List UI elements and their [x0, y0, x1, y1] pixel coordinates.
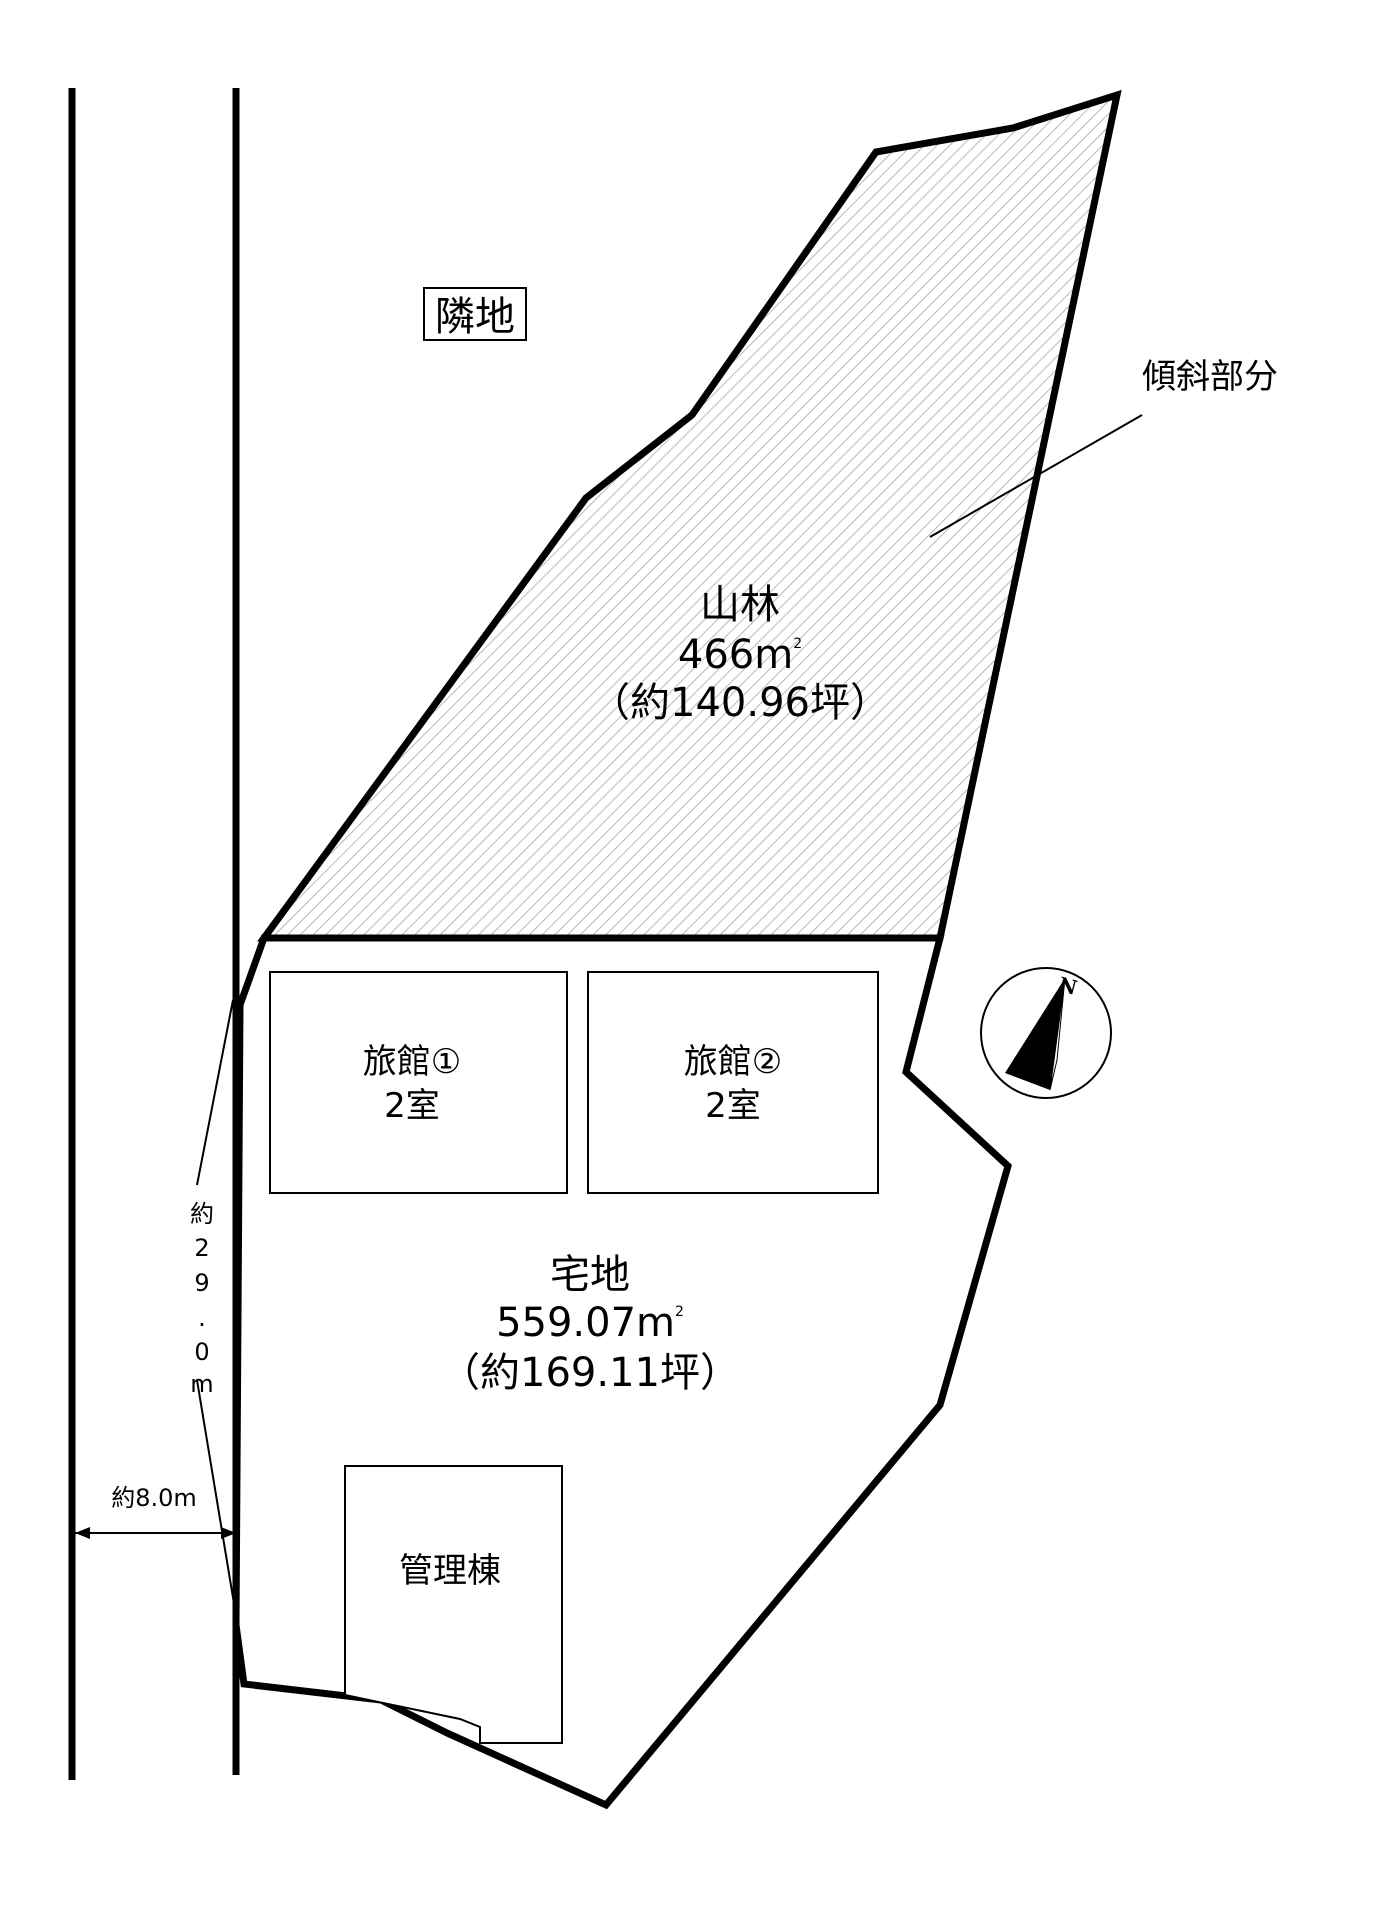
forest-name: 山林 [700, 582, 780, 628]
inn-1-building [269, 971, 568, 1194]
neighbor-label: 隣地 [435, 294, 515, 340]
frontage-dimension-guide [196, 999, 234, 1186]
office-building [344, 1465, 563, 1744]
road-width-label: 約8.0m [111, 1484, 197, 1512]
inn-1-name: 旅館① [363, 1042, 461, 1082]
residential-name: 宅地 [550, 1252, 630, 1298]
residential-tsubo: （約169.11坪） [440, 1350, 740, 1396]
frontage-char: 9 [194, 1269, 209, 1297]
office-label: 管理棟 [399, 1551, 501, 1591]
inn-2-rooms: 2室 [705, 1086, 761, 1126]
arrow-left-icon [75, 1527, 90, 1539]
frontage-dimension-guide-lower [196, 1379, 241, 1641]
arrow-right-icon [221, 1527, 236, 1539]
neighbor-label-box [423, 287, 527, 341]
frontage-char: m [190, 1370, 213, 1398]
residential-parcel [232, 934, 1012, 1810]
compass-north-label: N [1056, 972, 1080, 1000]
frontage-char: 約 [190, 1200, 214, 1228]
forest-parcel [257, 89, 1122, 942]
slope-leader-line [929, 414, 1143, 538]
inn-1-rooms: 2室 [384, 1086, 440, 1126]
frontage-char: 0 [194, 1338, 209, 1366]
slope-label: 傾斜部分 [1142, 357, 1278, 397]
forest-tsubo: （約140.96坪） [590, 680, 890, 726]
inn-2-name: 旅館② [684, 1042, 782, 1082]
frontage-char: 2 [194, 1234, 209, 1262]
frontage-dimension-label: 約 2 9 . 0 m [190, 1200, 214, 1398]
frontage-char: . [198, 1304, 206, 1332]
residential-area: 559.07m2 [496, 1300, 684, 1346]
forest-area: 466m2 [678, 632, 802, 678]
north-compass-icon: N [980, 967, 1112, 1099]
inn-2-building [587, 971, 879, 1194]
